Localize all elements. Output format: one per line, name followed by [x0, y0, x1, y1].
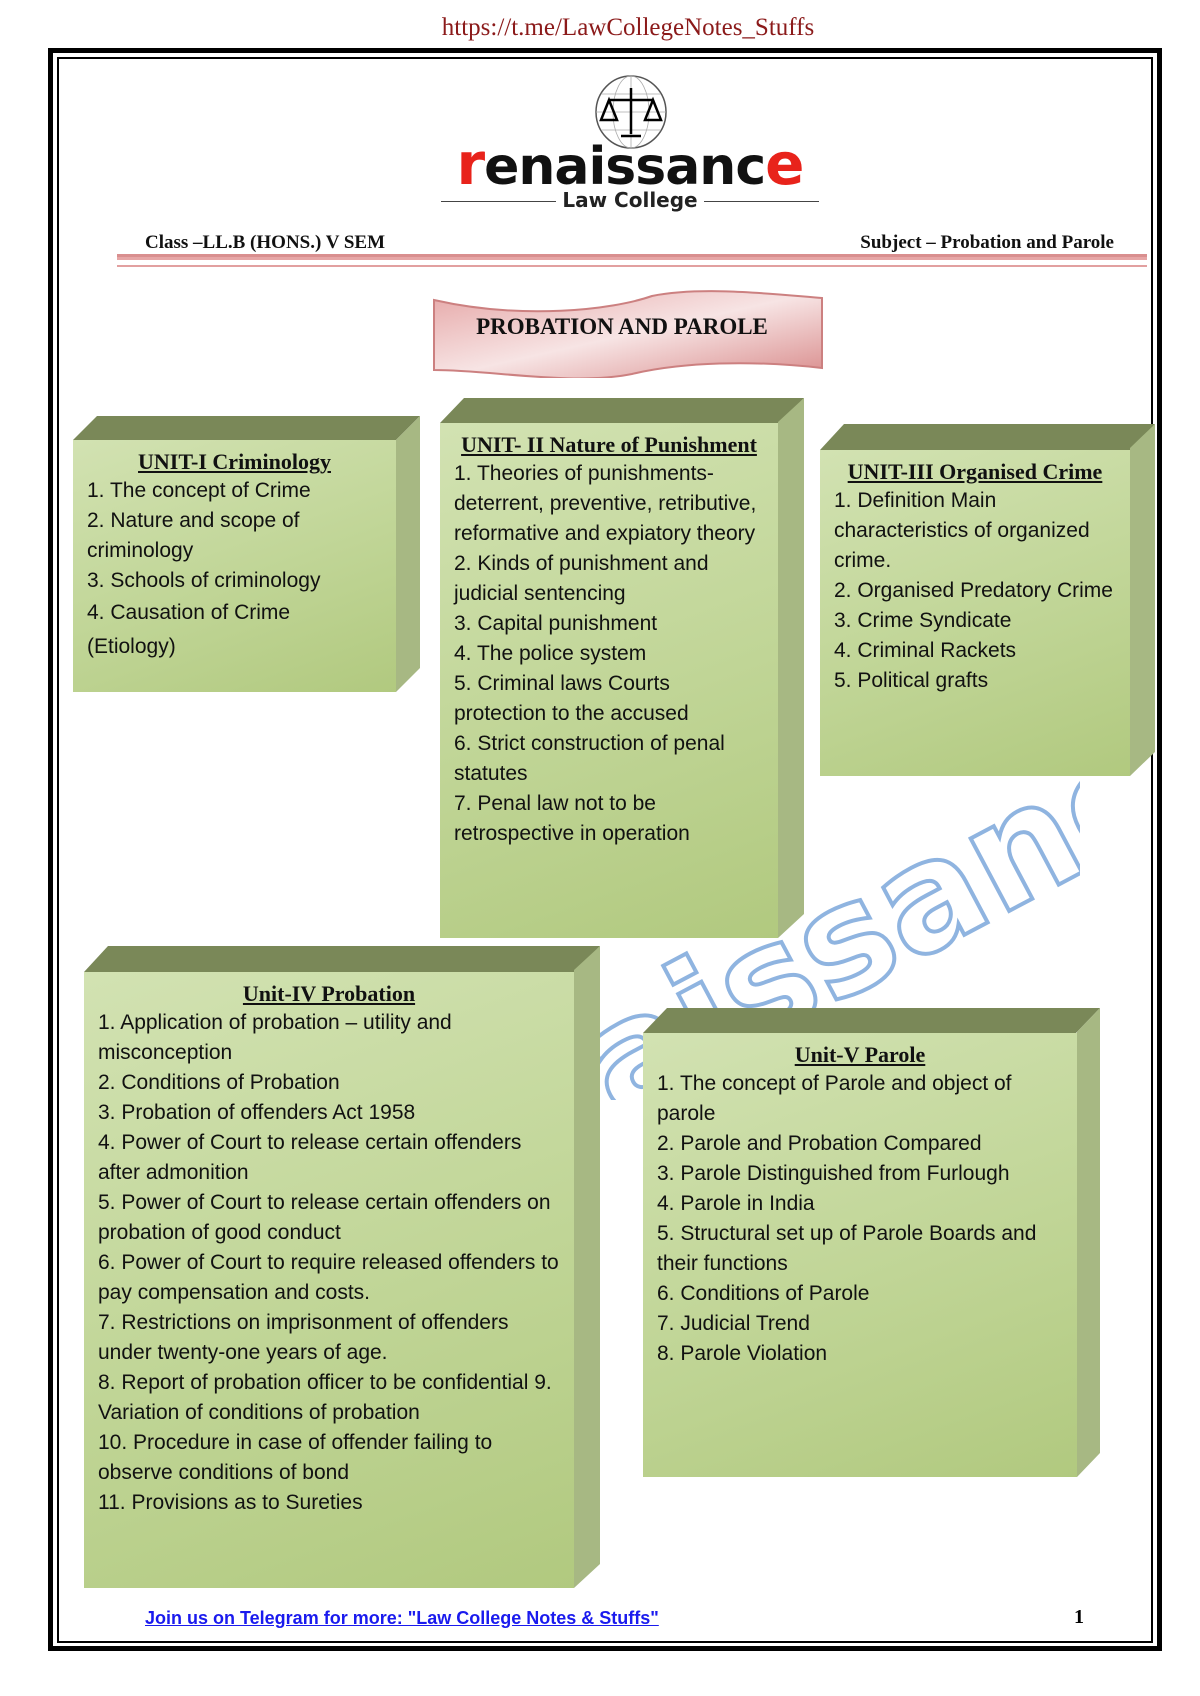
list-item: 2. Conditions of Probation — [98, 1071, 340, 1094]
list-item: 8. Report of probation officer to be con… — [98, 1371, 552, 1424]
list-item: 1. The concept of Crime — [87, 479, 311, 502]
list-item: 6. Strict construction of penal statutes — [454, 732, 725, 785]
header-divider — [117, 254, 1147, 260]
unit-3-title: UNIT-III Organised Crime — [847, 459, 1103, 484]
college-logo: renaissance Law College — [415, 70, 845, 212]
list-item: 10. Procedure in case of offender failin… — [98, 1431, 493, 1484]
unit-1-title: UNIT-I Criminology — [138, 449, 331, 474]
list-item: 3. Probation of offenders Act 1958 — [98, 1101, 416, 1124]
list-item: 1. Application of probation – utility an… — [98, 1011, 452, 1064]
list-item: 5. Criminal laws Courts protection to th… — [454, 672, 689, 725]
list-item: 4. Power of Court to release certain off… — [98, 1131, 522, 1184]
unit-4-title: Unit-IV Probation — [242, 981, 416, 1006]
telegram-link[interactable]: Join us on Telegram for more: "Law Colle… — [145, 1608, 659, 1628]
list-item: 7. Penal law not to be retrospective in … — [454, 792, 690, 845]
list-item: 2. Organised Predatory Crime — [834, 579, 1113, 602]
list-item: 2. Parole and Probation Compared — [657, 1132, 982, 1155]
list-item: 3. Parole Distinguished from Furlough — [657, 1162, 1010, 1185]
page-border — [48, 48, 1162, 1651]
list-item: 2. Kinds of punishment and judicial sent… — [454, 552, 709, 605]
page-border-inner — [57, 57, 1153, 1643]
scales-of-justice-globe-icon — [595, 75, 667, 149]
list-item: 4. Criminal Rackets — [834, 639, 1017, 662]
logo-subtitle: Law College — [415, 188, 845, 212]
list-item: 1. Theories of punishments- deterrent, p… — [454, 462, 757, 545]
title-banner — [433, 290, 823, 378]
list-item: 4. Causation of Crime (Etiology) — [87, 601, 291, 658]
list-item: 7. Restrictions on imprisonment of offen… — [98, 1311, 509, 1364]
list-item: 5. Power of Court to release certain off… — [98, 1191, 551, 1244]
class-label: Class –LL.B (HONS.) V SEM — [145, 232, 386, 253]
list-item: 3. Capital punishment — [454, 612, 658, 635]
list-item: 5. Political grafts — [834, 669, 989, 692]
list-item: 6. Conditions of Parole — [657, 1282, 870, 1305]
list-item: 8. Parole Violation — [657, 1342, 828, 1365]
unit-2-title: UNIT- II Nature of Punishment — [461, 432, 757, 457]
list-item: 3. Schools of criminology — [87, 569, 321, 592]
list-item: 7. Judicial Trend — [657, 1312, 810, 1335]
list-item: 2. Nature and scope of criminology — [87, 509, 300, 562]
unit-5-title: Unit-V Parole — [794, 1042, 926, 1067]
page-number: 1 — [1074, 1606, 1084, 1628]
subject-label: Subject – Probation and Parole — [860, 232, 1114, 253]
list-item: 1. Definition Main characteristics of or… — [834, 489, 1090, 572]
list-item: 4. Parole in India — [657, 1192, 815, 1215]
list-item: 5. Structural set up of Parole Boards an… — [657, 1222, 1037, 1275]
list-item: 11. Provisions as to Sureties — [98, 1491, 363, 1514]
page-title: PROBATION AND PAROLE — [476, 314, 768, 339]
list-item: 3. Crime Syndicate — [834, 609, 1012, 632]
list-item: 4. The police system — [454, 642, 647, 665]
header-url[interactable]: https://t.me/LawCollegeNotes_Stuffs — [441, 14, 815, 41]
list-item: 1. The concept of Parole and object of p… — [657, 1072, 1012, 1125]
list-item: 6. Power of Court to require released of… — [98, 1251, 559, 1304]
